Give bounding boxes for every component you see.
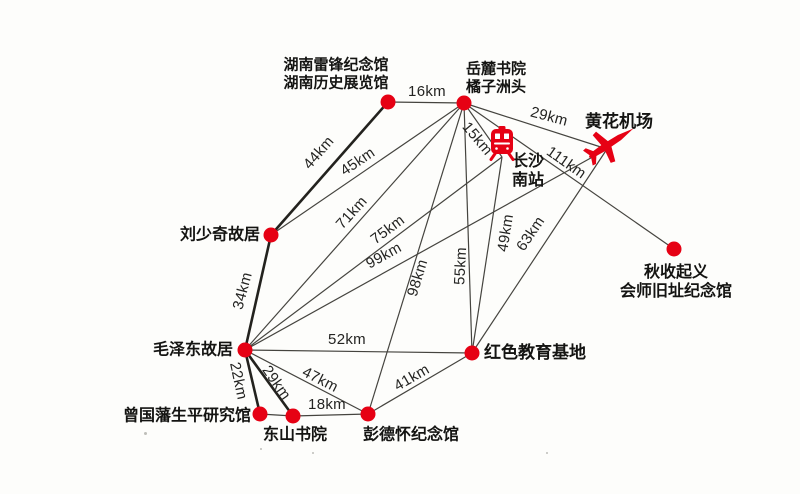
- node-dongshan: [285, 408, 301, 424]
- distance-label-leifeng-yuelu: 16km: [408, 83, 446, 101]
- site-label-dongshan: 东山书院: [262, 426, 328, 444]
- site-label-yuelu: 岳麓书院 橘子洲头: [466, 60, 527, 95]
- distance-label-yuelu-hongse: 55km: [451, 246, 471, 286]
- site-label-leifeng: 湖南雷锋纪念馆 湖南历史展览馆: [283, 56, 389, 91]
- site-label-qiushou: 秋收起义 会师旧址纪念馆: [619, 264, 733, 300]
- node-yuelu: [456, 95, 472, 111]
- paper-speck: [144, 432, 147, 435]
- paper-speck: [260, 448, 262, 450]
- site-label-zeng: 曾国藩生平研究馆: [122, 407, 251, 425]
- edge-nanzhan-mao: [244, 156, 503, 351]
- site-label-jichang: 黄花机场: [585, 111, 653, 131]
- edge-jichang-hongse: [471, 148, 608, 354]
- site-label-peng: 彭德怀纪念馆: [362, 426, 460, 444]
- edge-leifeng-liu: [270, 101, 389, 236]
- edge-yuelu-mao: [244, 102, 465, 351]
- edge-yuelu-peng: [367, 102, 465, 415]
- node-leifeng: [380, 94, 396, 110]
- site-label-mao: 毛泽东故居: [152, 341, 233, 359]
- node-zeng: [252, 406, 268, 422]
- distance-label-mao-hongse: 52km: [328, 331, 366, 349]
- edge-yuelu-jichang: [463, 102, 608, 150]
- edge-peng-hongse: [367, 352, 473, 415]
- edge-yuelu-liu: [270, 102, 465, 236]
- paper-speck: [312, 452, 314, 454]
- edge-mao-hongse: [244, 349, 473, 354]
- edge-nanzhan-hongse: [471, 156, 503, 354]
- node-mao: [237, 342, 253, 358]
- node-qiushou: [666, 241, 682, 257]
- edge-mao-dongshan: [243, 349, 295, 417]
- edge-leifeng-yuelu: [387, 101, 465, 104]
- node-peng: [360, 406, 376, 422]
- edge-liu-mao: [243, 234, 273, 351]
- distance-label-dongshan-peng: 18km: [308, 396, 346, 414]
- train-station-icon: [486, 125, 518, 168]
- edge-yuelu-hongse: [463, 102, 473, 354]
- site-label-nanzhan: 长沙 南站: [512, 153, 545, 189]
- edge-mao-zeng: [243, 349, 262, 415]
- site-label-liu: 刘少奇故居: [179, 226, 260, 244]
- edge-dongshan-peng: [292, 413, 369, 417]
- site-label-hongse: 红色教育基地: [484, 342, 586, 362]
- paper-speck: [546, 452, 548, 454]
- edge-mao-peng: [244, 349, 369, 415]
- airplane-icon: [565, 100, 656, 193]
- node-hongse: [464, 345, 480, 361]
- edge-jichang-mao: [244, 148, 608, 351]
- node-liu: [263, 227, 279, 243]
